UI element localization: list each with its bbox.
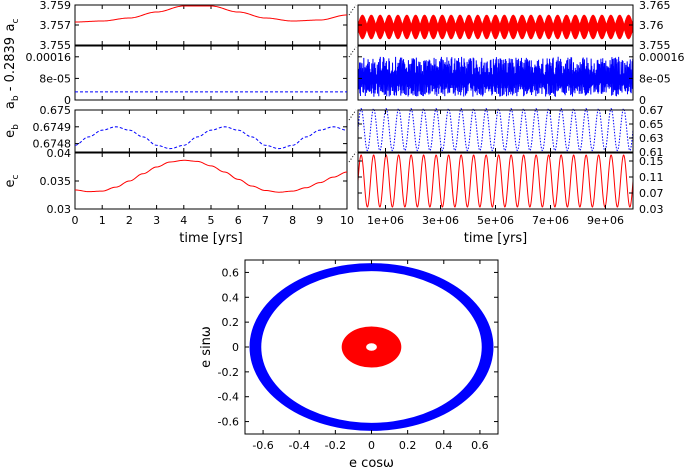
left-xtick-label-1: 1 bbox=[99, 214, 106, 227]
right-4-ytick-label-2: 0.11 bbox=[639, 171, 664, 184]
scatter-ytick-label-6: 0.6 bbox=[222, 266, 240, 279]
right-xlabel: time [yrs] bbox=[464, 231, 527, 246]
left-4-ytick-label-1: 0.035 bbox=[40, 175, 72, 188]
right-1-ytick-label-0: 3.755 bbox=[639, 39, 671, 52]
scatter-ring-0 bbox=[249, 263, 494, 431]
left-2-ytick-label-0: 0 bbox=[64, 94, 71, 107]
left-1-ylabel: ac bbox=[3, 18, 21, 31]
right-xtick-label-2: 5e+06 bbox=[477, 214, 514, 227]
zoom-connector-1 bbox=[348, 46, 357, 58]
left-3-ylabel: eb bbox=[3, 124, 21, 138]
right-xtick-label-0: 1e+06 bbox=[367, 214, 404, 227]
scatter-ring-1 bbox=[341, 326, 402, 368]
left-2-ylabel: ab - 0.2839 bbox=[3, 37, 21, 109]
scatter-xtick-label-4: 0.2 bbox=[399, 439, 417, 452]
scatter-xlabel: e cosω bbox=[349, 456, 394, 471]
left-3-ytick-label-2: 0.675 bbox=[40, 104, 72, 117]
scatter-ytick-label-4: 0.2 bbox=[222, 316, 240, 329]
left-panel-1-frame bbox=[74, 4, 348, 46]
left-1-ytick-label-0: 3.755 bbox=[40, 39, 72, 52]
scatter-ylabel: e sinω bbox=[199, 326, 214, 368]
right-xtick-label-1: 3e+06 bbox=[422, 214, 459, 227]
left-4-ylabel: ec bbox=[3, 174, 21, 187]
left-4-series-0 bbox=[74, 159, 348, 193]
left-xtick-label-6: 6 bbox=[235, 214, 242, 227]
left-xtick-label-5: 5 bbox=[208, 214, 215, 227]
right-2-ytick-label-1: 8e-05 bbox=[639, 72, 671, 85]
left-panel-4-frame bbox=[74, 152, 348, 210]
left-1-ytick-label-2: 3.759 bbox=[40, 0, 72, 12]
right-xtick-label-4: 9e+06 bbox=[587, 214, 624, 227]
scatter-xtick-label-5: 0.4 bbox=[435, 439, 453, 452]
left-panel-3-frame bbox=[74, 109, 348, 153]
scatter-xtick-label-3: 0 bbox=[368, 439, 375, 452]
left-4-ytick-label-2: 0.04 bbox=[47, 147, 72, 160]
left-xtick-label-8: 8 bbox=[289, 214, 296, 227]
left-4-ytick-label-0: 0.03 bbox=[47, 203, 72, 216]
scatter-ytick-label-2: -0.2 bbox=[218, 366, 239, 379]
left-xlabel: time [yrs] bbox=[179, 231, 242, 246]
zoom-connector-2 bbox=[348, 109, 357, 121]
right-2-ytick-label-0: 0 bbox=[639, 94, 646, 107]
left-xtick-label-7: 7 bbox=[262, 214, 269, 227]
right-2-noise bbox=[357, 56, 634, 97]
left-3-series-0 bbox=[74, 126, 348, 150]
scatter-xtick-label-0: -0.6 bbox=[252, 439, 273, 452]
left-xtick-label-10: 10 bbox=[340, 214, 354, 227]
left-xtick-label-2: 2 bbox=[126, 214, 133, 227]
left-xtick-label-9: 9 bbox=[316, 214, 323, 227]
left-xtick-label-0: 0 bbox=[72, 214, 79, 227]
right-3-ytick-label-2: 0.65 bbox=[639, 118, 664, 131]
left-2-ytick-label-1: 8e-05 bbox=[39, 72, 71, 85]
right-4-ytick-label-0: 0.03 bbox=[639, 203, 664, 216]
left-xtick-label-4: 4 bbox=[180, 214, 187, 227]
right-4-ytick-label-1: 0.07 bbox=[639, 187, 664, 200]
left-1-ytick-label-1: 3.757 bbox=[40, 19, 72, 32]
right-xtick-label-3: 7e+06 bbox=[532, 214, 569, 227]
zoom-connector-0 bbox=[348, 4, 357, 16]
right-3-ytick-label-3: 0.67 bbox=[639, 104, 664, 117]
scatter-xtick-label-6: 0.6 bbox=[471, 439, 489, 452]
left-xtick-label-3: 3 bbox=[153, 214, 160, 227]
scatter-ytick-label-5: 0.4 bbox=[222, 291, 240, 304]
right-3-oscillation bbox=[357, 107, 634, 152]
right-3-ytick-label-0: 0.61 bbox=[639, 146, 664, 159]
right-1-ytick-label-1: 3.76 bbox=[639, 19, 664, 32]
scatter-xtick-label-1: -0.4 bbox=[288, 439, 309, 452]
left-3-ytick-label-0: 0.6748 bbox=[33, 138, 72, 151]
right-3-ytick-label-1: 0.63 bbox=[639, 132, 664, 145]
right-4-ytick-label-3: 0.15 bbox=[639, 155, 664, 168]
right-2-ytick-label-2: 0.00016 bbox=[639, 51, 685, 64]
scatter-frame bbox=[244, 259, 499, 435]
right-4-oscillation bbox=[357, 154, 634, 208]
zoom-connector-3 bbox=[348, 151, 357, 163]
scatter-ytick-label-3: 0 bbox=[232, 341, 239, 354]
right-1-ytick-label-2: 3.765 bbox=[639, 0, 671, 12]
scatter-ytick-label-0: -0.6 bbox=[218, 416, 239, 429]
left-1-series-0 bbox=[74, 5, 348, 23]
scatter-xtick-label-2: -0.2 bbox=[325, 439, 346, 452]
left-3-ytick-label-1: 0.6749 bbox=[33, 121, 72, 134]
scatter-ytick-label-1: -0.4 bbox=[218, 391, 239, 404]
right-1-envelope bbox=[357, 14, 634, 40]
left-2-ytick-label-2: 0.00016 bbox=[26, 51, 72, 64]
